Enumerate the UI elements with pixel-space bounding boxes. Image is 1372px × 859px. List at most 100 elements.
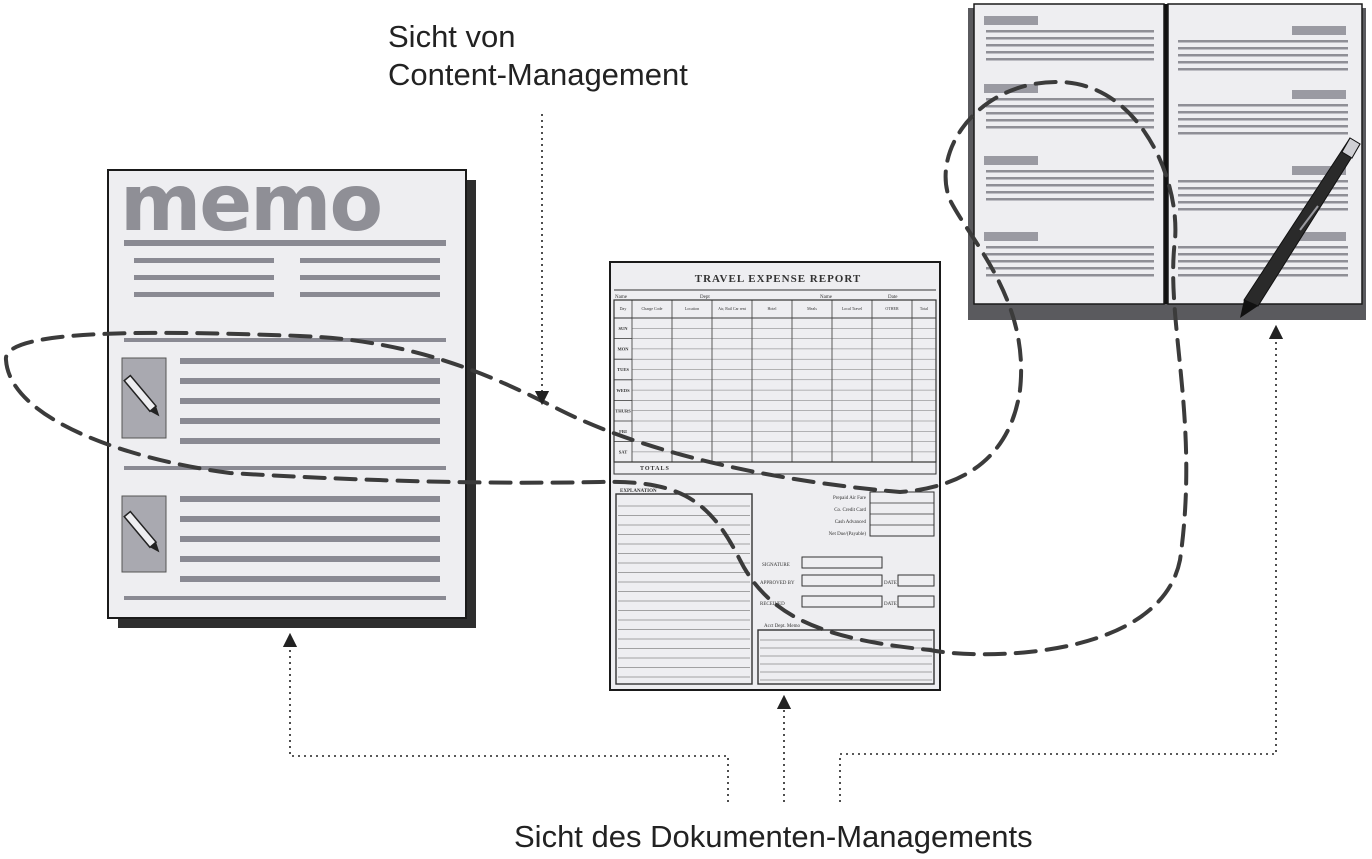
explanation-lines bbox=[618, 505, 750, 678]
svg-text:Co. Credit Card: Co. Credit Card bbox=[834, 508, 866, 513]
day-label: SAT bbox=[619, 450, 627, 455]
content-view-label: Sicht von Content-Management bbox=[388, 18, 688, 94]
planner-line bbox=[986, 37, 1154, 40]
memo-line bbox=[180, 536, 440, 542]
memo-line bbox=[180, 398, 440, 404]
day-label: MON bbox=[618, 347, 630, 352]
planner-line bbox=[1178, 118, 1348, 121]
planner-line bbox=[986, 126, 1154, 129]
planner-line bbox=[986, 119, 1154, 122]
svg-text:APPROVED BY: APPROVED BY bbox=[760, 581, 795, 586]
planner-line bbox=[986, 30, 1154, 33]
doc-view-arrow-memo bbox=[282, 632, 729, 802]
planner-line bbox=[986, 112, 1154, 115]
planner-line bbox=[986, 253, 1154, 256]
memo-line bbox=[134, 275, 274, 280]
day-label: TUES bbox=[617, 367, 629, 372]
day-label: FRI bbox=[619, 429, 627, 434]
pen-icon bbox=[1240, 137, 1361, 318]
memo-document: memo bbox=[107, 159, 476, 628]
planner-line bbox=[1178, 180, 1348, 183]
memo-text-lines bbox=[124, 258, 446, 600]
pencil-icon bbox=[121, 357, 167, 439]
planner-line bbox=[986, 58, 1154, 61]
planner-line bbox=[1178, 253, 1348, 256]
totals-label: TOTALS bbox=[640, 466, 670, 472]
planner-line bbox=[1178, 111, 1348, 114]
planner-line bbox=[1178, 104, 1348, 107]
planner-line bbox=[986, 177, 1154, 180]
planner-line bbox=[986, 98, 1154, 101]
planner-line bbox=[1178, 246, 1348, 249]
planner-notebook bbox=[968, 3, 1366, 320]
memo-divider bbox=[124, 466, 446, 470]
planner-line bbox=[986, 198, 1154, 201]
memo-line bbox=[180, 358, 440, 364]
summary-rows: Prepaid Air Fare Co. Credit Card Cash Ad… bbox=[829, 491, 935, 537]
column-header: Total bbox=[920, 306, 929, 311]
day-label: THURS bbox=[615, 408, 631, 413]
memo-line bbox=[180, 438, 440, 444]
content-view-label-line1: Sicht von bbox=[388, 19, 516, 54]
column-header: Location bbox=[685, 306, 699, 311]
planner-line bbox=[1178, 61, 1348, 64]
planner-line bbox=[1178, 47, 1348, 50]
column-header: Day bbox=[620, 306, 627, 311]
planner-line bbox=[986, 51, 1154, 54]
column-header: Meals bbox=[807, 306, 817, 311]
planner-tab bbox=[984, 232, 1038, 241]
memo-line bbox=[300, 292, 440, 297]
day-label: SUN bbox=[618, 326, 628, 331]
acct-memo-lines bbox=[760, 639, 932, 681]
column-header: Hotel bbox=[768, 306, 778, 311]
planner-line bbox=[986, 191, 1154, 194]
memo-divider bbox=[124, 596, 446, 600]
memo-line bbox=[134, 258, 274, 263]
planner-line bbox=[1178, 68, 1348, 71]
column-header: Local Travel bbox=[842, 306, 863, 311]
planner-line bbox=[1178, 208, 1348, 211]
svg-text:RECEIVED: RECEIVED bbox=[760, 602, 785, 607]
svg-text:Cash Advanced: Cash Advanced bbox=[835, 520, 867, 525]
acct-memo-label: Acct Dept. Memo bbox=[764, 624, 800, 629]
pencil-icon bbox=[121, 495, 167, 573]
planner-line bbox=[986, 274, 1154, 277]
planner-line bbox=[986, 105, 1154, 108]
planner-line bbox=[1178, 132, 1348, 135]
memo-line bbox=[180, 418, 440, 424]
memo-line bbox=[180, 516, 440, 522]
content-view-label-line2: Content-Management bbox=[388, 57, 688, 92]
header-field: Date bbox=[888, 295, 898, 300]
column-header: Charge Code bbox=[642, 306, 663, 311]
planner-tab bbox=[1292, 232, 1346, 241]
doc-view-arrow-planner bbox=[839, 324, 1284, 802]
memo-line bbox=[180, 378, 440, 384]
memo-divider bbox=[124, 338, 446, 342]
svg-text:DATE: DATE bbox=[884, 581, 897, 586]
planner-line bbox=[986, 246, 1154, 249]
explanation-label: EXPLANATION bbox=[620, 489, 657, 494]
planner-line bbox=[986, 170, 1154, 173]
acct-memo-box bbox=[757, 629, 935, 685]
memo-line bbox=[180, 576, 440, 582]
planner-line bbox=[1178, 125, 1348, 128]
planner-line bbox=[1178, 40, 1348, 43]
planner-line bbox=[1178, 201, 1348, 204]
planner-line bbox=[1178, 54, 1348, 57]
svg-text:Net Due/(Payable): Net Due/(Payable) bbox=[829, 532, 867, 537]
memo-line bbox=[180, 496, 440, 502]
svg-text:SIGNATURE: SIGNATURE bbox=[762, 563, 790, 568]
planner-line bbox=[986, 260, 1154, 263]
header-field: Name bbox=[615, 295, 628, 300]
memo-line bbox=[300, 258, 440, 263]
svg-text:DATE: DATE bbox=[884, 602, 897, 607]
planner-line bbox=[1178, 187, 1348, 190]
planner-line bbox=[1178, 194, 1348, 197]
signature-area: SIGNATURE APPROVED BY DATE RECEIVED DATE bbox=[760, 556, 935, 608]
planner-line bbox=[1178, 267, 1348, 270]
header-field: Name bbox=[820, 295, 833, 300]
planner-line bbox=[986, 267, 1154, 270]
